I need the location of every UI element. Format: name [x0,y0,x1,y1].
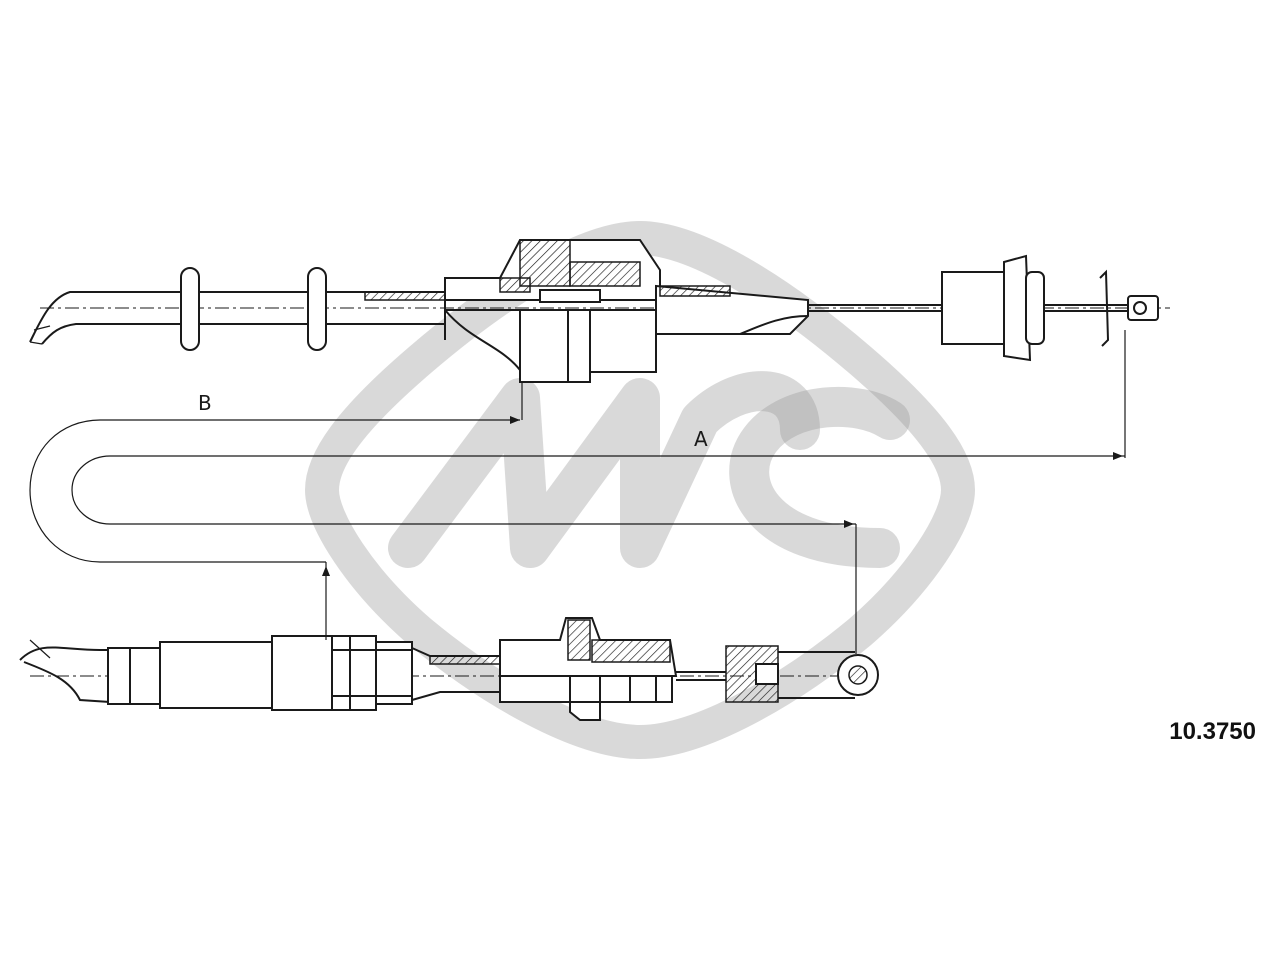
dimension-label-a: A [694,427,708,451]
dimension-lines [29,330,1126,654]
brand-watermark-logo [305,221,975,759]
lower-cable-assembly [19,617,879,721]
upper-cable-assembly [29,239,1170,383]
dimension-label-b: B [198,391,212,415]
part-number-label: 10.3750 [1169,718,1256,745]
